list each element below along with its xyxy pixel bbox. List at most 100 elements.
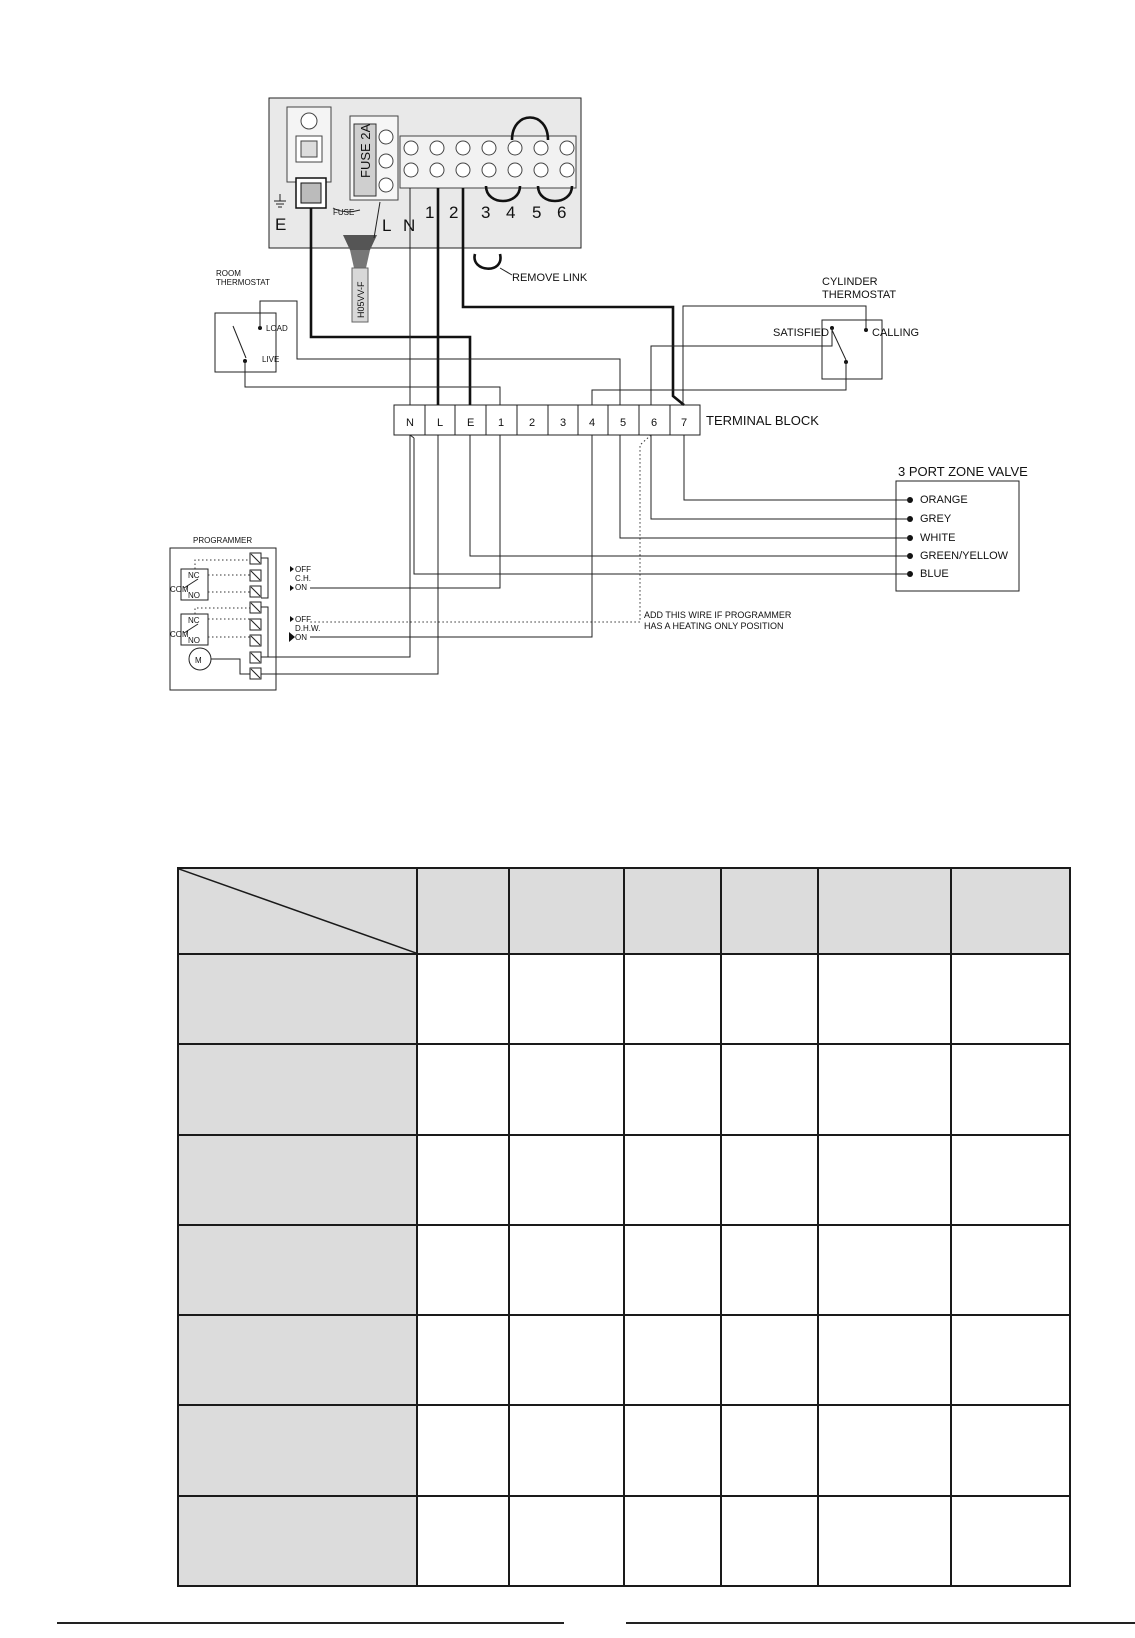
strip-number-3: 3: [481, 203, 490, 222]
table-header-cell: [950, 867, 1071, 955]
ch-label: C.H.: [295, 574, 311, 583]
table-cell: [817, 1494, 952, 1588]
room-thermostat-title-2: THERMOSTAT: [216, 278, 270, 287]
table-cell: [416, 1133, 510, 1226]
programmer: NC NO COM NC NO COM M OF: [169, 547, 320, 691]
strip-number-1: 1: [425, 203, 434, 222]
table-cell: [950, 1314, 1071, 1407]
table-row-head: [177, 1494, 418, 1588]
appliance-live-label: L: [382, 216, 391, 235]
wiring-diagram: E FUSE 2A FUSE: [169, 97, 1028, 691]
table-row: [177, 1133, 1071, 1226]
table-cell: [950, 1133, 1071, 1226]
table-header-cell: [720, 867, 819, 955]
cylinder-thermostat: SATISFIED CALLING: [773, 319, 919, 380]
fuse-rating-label: FUSE 2A: [358, 123, 373, 178]
dhw-no-label: NO: [188, 636, 200, 645]
table-header-row: [177, 867, 1071, 955]
table-row: [177, 1494, 1071, 1588]
table-cell: [416, 1223, 510, 1317]
fuse-caption: FUSE: [333, 208, 354, 217]
table-row-head: [177, 952, 418, 1046]
ch-no-label: NO: [188, 591, 200, 600]
table-cell: [508, 1314, 625, 1407]
earth-symbol-icon: [274, 194, 286, 208]
table-row: [177, 1314, 1071, 1407]
table-row-head: [177, 1133, 418, 1226]
table-cell: [623, 952, 722, 1046]
table-cell: [508, 1043, 625, 1136]
dhw-on-label: ON: [295, 633, 307, 642]
table-row: [177, 1043, 1071, 1136]
terminal-n: N: [406, 417, 414, 429]
terminal-l: L: [437, 417, 443, 429]
strip-number-4: 4: [506, 203, 515, 222]
table-cell: [950, 1043, 1071, 1136]
table-cell: [817, 1223, 952, 1317]
table-cell: [508, 1494, 625, 1588]
motor-label: M: [195, 656, 202, 665]
terminal-6: 6: [651, 417, 657, 429]
cylinder-thermostat-title-1: CYLINDER: [822, 276, 878, 288]
terminal-block: N L E 1 2 3 4 5 6 7: [393, 404, 701, 436]
room-thermostat-title-1: ROOM: [216, 269, 241, 278]
table-cell: [720, 952, 819, 1046]
table-cell: [508, 1404, 625, 1497]
remove-link-label: REMOVE LINK: [512, 272, 588, 284]
ch-on-label: ON: [295, 583, 307, 592]
appliance-terminal-strip: [399, 116, 577, 203]
table-corner-cell: [177, 867, 418, 955]
table-cell: [817, 1314, 952, 1407]
data-table: [177, 867, 1071, 1588]
table-cell: [817, 1404, 952, 1497]
terminal-5: 5: [620, 417, 626, 429]
table-header-cell: [817, 867, 952, 955]
terminal-block-title: TERMINAL BLOCK: [706, 413, 819, 428]
table-cell: [623, 1314, 722, 1407]
valve-wire-white: WHITE: [920, 532, 955, 544]
table-cell: [416, 1043, 510, 1136]
ch-com-label: COM: [170, 585, 189, 594]
dhw-off-label: OFF: [295, 615, 311, 624]
cylinder-calling-label: CALLING: [872, 327, 919, 339]
appliance-earth-label: E: [275, 215, 286, 234]
programmer-title: PROGRAMMER: [193, 536, 252, 545]
terminal-4: 4: [589, 417, 595, 429]
dhw-nc-label: NC: [188, 616, 200, 625]
table-cell: [720, 1043, 819, 1136]
appliance-terminal-box: E FUSE 2A FUSE: [268, 97, 582, 249]
note-line-1: ADD THIS WIRE IF PROGRAMMER: [644, 610, 792, 620]
table-cell: [720, 1494, 819, 1588]
appliance-neutral-label: N: [403, 216, 415, 235]
table-header-cell: [416, 867, 510, 955]
footer-rule-right: [626, 1622, 1135, 1624]
strip-number-2: 2: [449, 203, 458, 222]
cable-gland: H05VV-F: [343, 235, 377, 323]
removed-link-icon: [473, 253, 513, 276]
wiring-lines: [244, 188, 910, 675]
terminal-2: 2: [529, 417, 535, 429]
table-cell: [720, 1223, 819, 1317]
valve-wire-green-yellow: GREEN/YELLOW: [920, 550, 1009, 562]
table-cell: [817, 1043, 952, 1136]
zone-valve: ORANGE GREY WHITE GREEN/YELLOW BLUE: [895, 480, 1020, 592]
terminal-3: 3: [560, 417, 566, 429]
table-cell: [623, 1043, 722, 1136]
table-row-head: [177, 1223, 418, 1317]
room-thermostat-live: LIVE: [262, 355, 279, 364]
note-line-2: HAS A HEATING ONLY POSITION: [644, 621, 784, 631]
table-header-cell: [508, 867, 625, 955]
table-row-head: [177, 1404, 418, 1497]
valve-wire-blue: BLUE: [920, 568, 949, 580]
table-cell: [623, 1223, 722, 1317]
strip-number-6: 6: [557, 203, 566, 222]
valve-wire-orange: ORANGE: [920, 494, 968, 506]
terminal-e: E: [467, 417, 474, 429]
table-cell: [623, 1404, 722, 1497]
table-cell: [416, 1404, 510, 1497]
footer-rule-left: [57, 1622, 564, 1624]
table-cell: [416, 1314, 510, 1407]
table-cell: [950, 1494, 1071, 1588]
valve-wire-grey: GREY: [920, 513, 952, 525]
table-cell: [950, 1223, 1071, 1317]
